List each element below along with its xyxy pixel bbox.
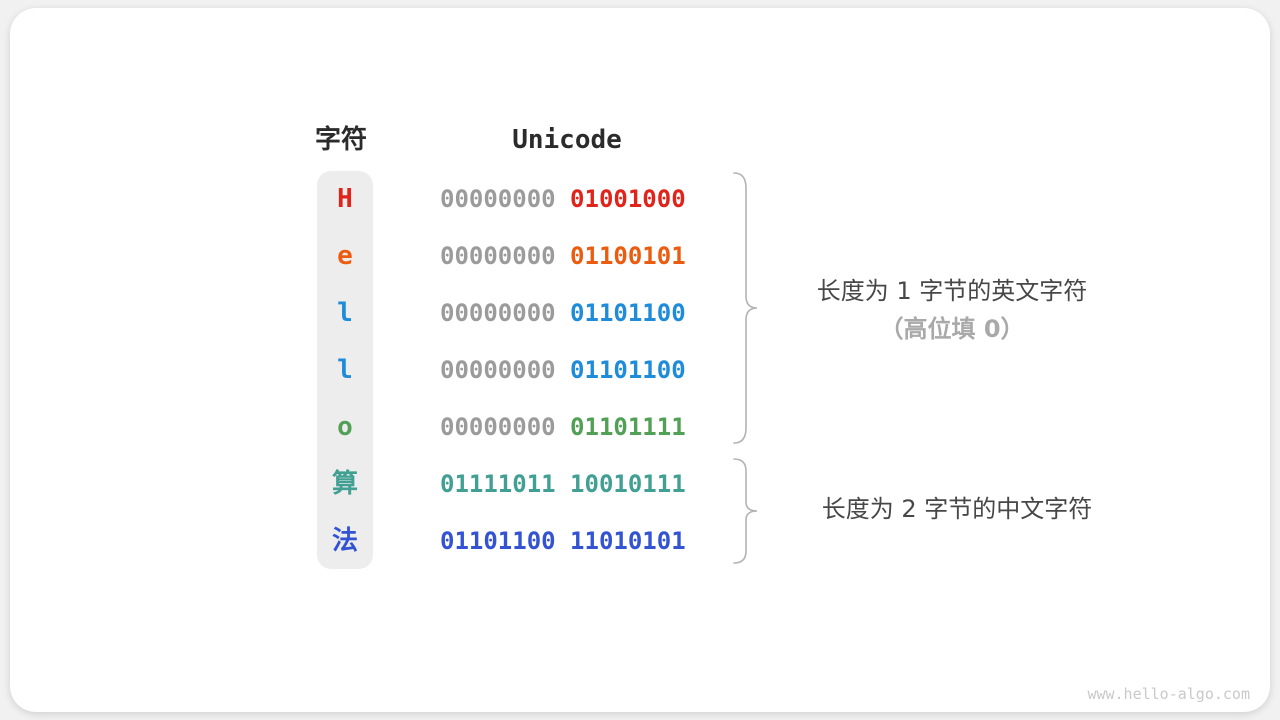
column-header-character: 字符: [314, 125, 367, 155]
char-cell: 法: [331, 526, 358, 556]
byte-gap: [556, 299, 570, 327]
binary-cell: 00000000 01100101: [440, 236, 686, 276]
binary-cell: 00000000 01101111: [440, 407, 686, 447]
table-row: l 00000000 01101100: [10, 293, 1280, 333]
watermark-url: www.hello-algo.com: [1087, 685, 1250, 703]
byte-gap: [556, 356, 570, 384]
annotation-group1-line1: 长度为 1 字节的英文字符: [816, 277, 1088, 305]
byte-gap: [556, 527, 570, 555]
byte-high: 00000000: [440, 242, 556, 270]
curly-brace-group1: [730, 172, 760, 444]
byte-low: 01100101: [570, 242, 686, 270]
byte-low: 10010111: [570, 470, 686, 498]
binary-cell: 01111011 10010111: [440, 464, 686, 504]
byte-gap: [556, 185, 570, 213]
byte-low: 11010101: [570, 527, 686, 555]
table-row: e 00000000 01100101: [10, 236, 1280, 276]
curly-brace-group2: [730, 458, 760, 564]
byte-high: 00000000: [440, 299, 556, 327]
binary-cell: 00000000 01101100: [440, 293, 686, 333]
annotation-group1-line2: （高位填 0）: [879, 315, 1025, 343]
byte-high: 01101100: [440, 527, 556, 555]
binary-cell: 00000000 01101100: [440, 350, 686, 390]
byte-gap: [556, 470, 570, 498]
char-cell: l: [337, 355, 353, 385]
binary-cell: 00000000 01001000: [440, 179, 686, 219]
char-cell: l: [337, 298, 353, 328]
char-cell: H: [337, 184, 353, 214]
table-row: 法 01101100 11010101: [10, 521, 1280, 561]
byte-low: 01101100: [570, 356, 686, 384]
byte-high: 00000000: [440, 356, 556, 384]
byte-high: 00000000: [440, 185, 556, 213]
table-row: o 00000000 01101111: [10, 407, 1280, 447]
table-row: l 00000000 01101100: [10, 350, 1280, 390]
diagram-card: 字符 Unicode H 00000000 01001000 e 0000000…: [10, 8, 1270, 712]
table-row: H 00000000 01001000: [10, 179, 1280, 219]
character-column-background: [317, 171, 373, 569]
char-cell: 算: [331, 469, 358, 499]
char-cell: o: [337, 412, 353, 442]
char-cell: e: [337, 241, 353, 271]
binary-cell: 01101100 11010101: [440, 521, 686, 561]
byte-gap: [556, 242, 570, 270]
byte-low: 01101100: [570, 299, 686, 327]
byte-high: 01111011: [440, 470, 556, 498]
byte-gap: [556, 413, 570, 441]
table-row: 算 01111011 10010111: [10, 464, 1280, 504]
byte-low: 01101111: [570, 413, 686, 441]
byte-low: 01001000: [570, 185, 686, 213]
byte-high: 00000000: [440, 413, 556, 441]
annotation-group2-line1: 长度为 2 字节的中文字符: [821, 495, 1093, 523]
column-header-unicode: Unicode: [512, 125, 622, 155]
